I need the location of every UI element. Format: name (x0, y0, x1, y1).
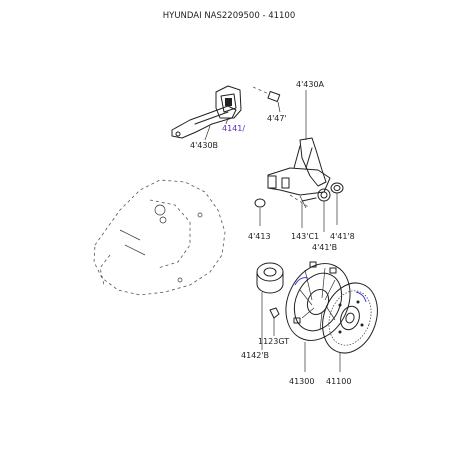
label-41413: 4'413 (248, 232, 271, 241)
release-bearing-41421b (256, 262, 284, 350)
boot-41417 (215, 85, 242, 125)
label-41418: 4'41'8 (330, 232, 355, 241)
ring-41413 (254, 198, 266, 226)
bushing-41418 (330, 182, 344, 225)
transmission-housing (93, 179, 226, 296)
label-41430a: 4'430A (296, 80, 325, 89)
label-41421b: 4142'B (241, 351, 269, 360)
pin-41310 (301, 197, 317, 228)
label-41310: 143'C1 (291, 232, 319, 241)
clutch-cover-41300 (285, 261, 351, 372)
label-41417: 4141/ (222, 124, 245, 133)
page-title: HYUNDAI NAS2209500 - 41100 (162, 11, 296, 21)
label-41430b: 4'430B (190, 141, 218, 150)
bolt-1123gt (269, 307, 280, 336)
label-1123gt: 1123GT (258, 337, 289, 346)
label-41300: 41300 (289, 377, 314, 386)
bolt-41471 (252, 86, 281, 113)
label-41418b: 4'41'B (312, 243, 337, 252)
clutch-disc-41100 (322, 282, 378, 372)
label-41100: 41100 (326, 377, 351, 386)
bushing-41418b (317, 188, 331, 232)
release-shaft-41430a (267, 90, 331, 209)
label-41471: 4'47' (267, 114, 287, 123)
